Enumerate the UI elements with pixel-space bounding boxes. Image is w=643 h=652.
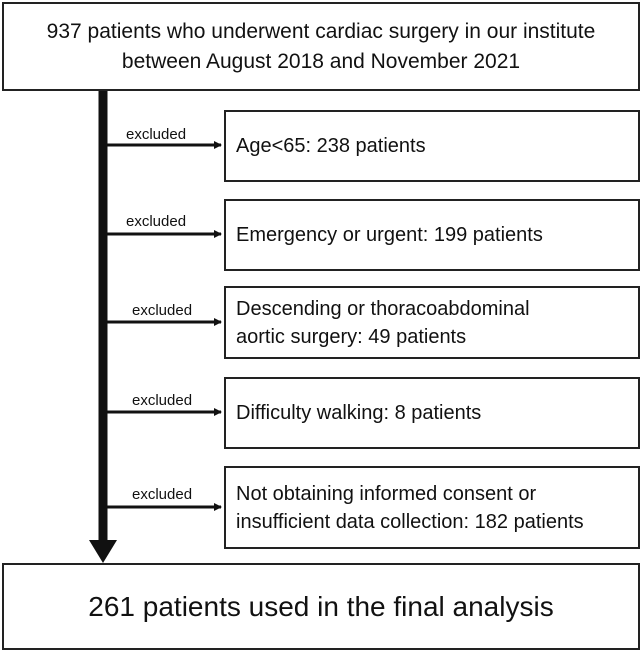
final-cohort-text: 261 patients used in the final analysis [88,590,554,622]
excluded-label-1: excluded [126,126,187,143]
exclusion-box-consent: Not obtaining informed consent or insuff… [224,466,640,549]
excluded-label-4: excluded [132,392,193,409]
excluded-label-5: excluded [132,486,193,503]
exclusion-text-aortic-line-1: Descending or thoracoabdominal [236,297,530,320]
excluded-label-3: excluded [132,302,193,319]
exclusion-text-age: Age<65: 238 patients [236,135,426,157]
main-flow-arrowhead [89,540,117,563]
initial-cohort-box: 937 patients who underwent cardiac surge… [2,2,640,91]
exclusion-box-aortic: Descending or thoracoabdominal aortic su… [224,286,640,359]
exclusion-text-walking: Difficulty walking: 8 patients [236,402,482,424]
exclusion-text-aortic-line-2: aortic surgery: 49 patients [236,325,467,348]
exclusion-box-walking: Difficulty walking: 8 patients [224,377,640,449]
initial-cohort-line-1: 937 patients who underwent cardiac surge… [46,20,596,44]
exclusion-text-emergency: Emergency or urgent: 199 patients [236,224,543,246]
exclusion-box-emergency: Emergency or urgent: 199 patients [224,199,640,271]
exclusion-text-consent-line-2: insufficient data collection: 182 patien… [236,510,584,533]
initial-cohort-line-2: between August 2018 and November 2021 [121,49,521,73]
final-cohort-box: 261 patients used in the final analysis [2,563,640,650]
excluded-label-2: excluded [126,213,187,230]
exclusion-box-age: Age<65: 238 patients [224,110,640,182]
exclusion-text-consent-line-1: Not obtaining informed consent or [236,482,537,505]
